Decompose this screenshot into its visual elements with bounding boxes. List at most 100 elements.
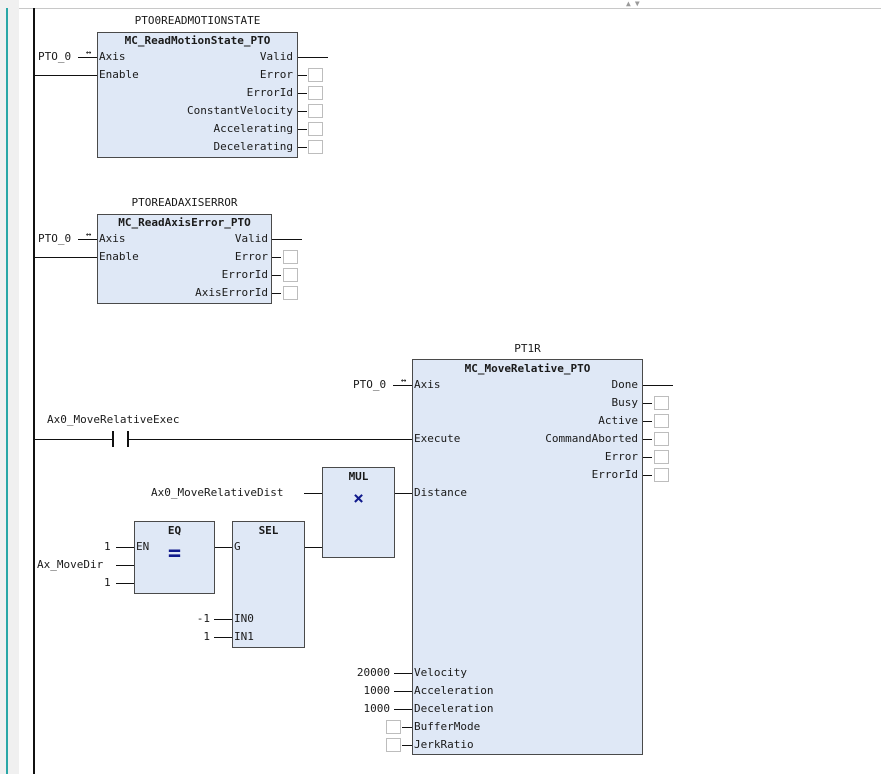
- pin-valid: Valid: [259, 50, 293, 63]
- multiply-icon: ×: [353, 488, 364, 509]
- wire: [298, 147, 307, 148]
- deceleration-value[interactable]: 1000: [363, 702, 391, 715]
- fb-title: MC_ReadAxisError_PTO: [118, 216, 251, 229]
- mul-input-variable[interactable]: Ax0_MoveRelativeDist: [151, 486, 284, 499]
- wire: [298, 129, 307, 130]
- pin-errorid: ErrorId: [221, 268, 268, 281]
- wire: [393, 385, 412, 386]
- output-placeholder[interactable]: [654, 450, 669, 464]
- output-placeholder[interactable]: [654, 468, 669, 482]
- pin-axis: Axis: [99, 50, 126, 63]
- wire: [298, 93, 307, 94]
- instance-name-axiserror[interactable]: PTOREADAXISERROR: [131, 196, 238, 209]
- pin-errorid: ErrorId: [591, 468, 638, 481]
- wire: [298, 75, 307, 76]
- rung-marker-bar: [6, 8, 8, 774]
- wire: [78, 57, 97, 58]
- wire-distance: [395, 493, 412, 494]
- output-placeholder[interactable]: [283, 250, 298, 264]
- contact-left-bar: [112, 431, 114, 447]
- contact-variable[interactable]: Ax0_MoveRelativeExec: [47, 413, 180, 426]
- input-placeholder-buffermode[interactable]: [386, 720, 401, 734]
- velocity-value[interactable]: 20000: [356, 666, 390, 679]
- pin-accelerating: Accelerating: [213, 122, 293, 135]
- axis-variable[interactable]: PTO_0: [353, 378, 387, 391]
- sel-pin-in1: IN1: [234, 630, 254, 643]
- pin-axiserrorid: AxisErrorId: [195, 286, 268, 299]
- wire: [298, 111, 307, 112]
- instance-name-motionstate[interactable]: PTO0READMOTIONSTATE: [134, 14, 261, 27]
- eq-block[interactable]: [134, 521, 215, 594]
- fb-title: MC_MoveRelative_PTO: [464, 362, 591, 375]
- output-placeholder[interactable]: [308, 86, 323, 100]
- sel-title: SEL: [258, 524, 279, 537]
- wire: [78, 239, 97, 240]
- pin-busy: Busy: [611, 396, 639, 409]
- output-placeholder[interactable]: [308, 104, 323, 118]
- pin-distance: Distance: [414, 486, 467, 499]
- output-placeholder[interactable]: [654, 414, 669, 428]
- wire: [394, 691, 412, 692]
- wire: [394, 709, 412, 710]
- pin-errorid: ErrorId: [246, 86, 293, 99]
- pin-enable: Enable: [99, 68, 139, 81]
- mul-block[interactable]: [322, 467, 395, 558]
- sel-in0-value[interactable]: -1: [196, 612, 210, 625]
- fb-read-axis-error[interactable]: [97, 214, 272, 304]
- link-icon: ↔: [86, 48, 92, 58]
- output-placeholder[interactable]: [308, 140, 323, 154]
- pin-velocity: Velocity: [414, 666, 467, 679]
- wire: [402, 745, 412, 746]
- wire-valid: [298, 57, 328, 58]
- wire: [643, 457, 652, 458]
- output-placeholder[interactable]: [283, 286, 298, 300]
- wire-eq-to-sel: [215, 547, 232, 548]
- pin-enable: Enable: [99, 250, 139, 263]
- eq-en-value[interactable]: 1: [104, 540, 111, 553]
- wire: [643, 421, 652, 422]
- pin-commandaborted: CommandAborted: [545, 432, 638, 445]
- eq-in2-value[interactable]: 1: [104, 576, 111, 589]
- pin-axis: Axis: [414, 378, 441, 391]
- wire: [402, 727, 412, 728]
- input-placeholder-jerkratio[interactable]: [386, 738, 401, 752]
- pin-error: Error: [234, 250, 268, 263]
- contact-right-bar: [127, 431, 129, 447]
- wire: [272, 293, 281, 294]
- editor-gutter: [0, 0, 19, 774]
- wire: [394, 673, 412, 674]
- output-placeholder[interactable]: [308, 68, 323, 82]
- pin-axis: Axis: [99, 232, 126, 245]
- pin-error: Error: [604, 450, 638, 463]
- scroll-arrows[interactable]: ▲▼: [626, 0, 644, 8]
- fb-read-motion-state[interactable]: [97, 32, 298, 158]
- fb-title: MC_ReadMotionState_PTO: [124, 34, 271, 47]
- wire-enable: [35, 257, 97, 258]
- wire: [272, 275, 281, 276]
- sel-in1-value[interactable]: 1: [203, 630, 210, 643]
- wire: [214, 619, 232, 620]
- eq-pin-en: EN: [136, 540, 150, 553]
- acceleration-value[interactable]: 1000: [363, 684, 391, 697]
- wire: [214, 637, 232, 638]
- wire-execute: [129, 439, 412, 440]
- wire-enable: [35, 75, 97, 76]
- eq-in1-variable[interactable]: Ax_MoveDir: [37, 558, 104, 571]
- power-rail: [33, 8, 35, 774]
- output-placeholder[interactable]: [654, 396, 669, 410]
- wire: [35, 439, 112, 440]
- output-placeholder[interactable]: [654, 432, 669, 446]
- axis-variable[interactable]: PTO_0: [38, 232, 72, 245]
- pin-execute: Execute: [414, 432, 461, 445]
- axis-variable[interactable]: PTO_0: [38, 50, 72, 63]
- editor-top-border: [19, 8, 881, 9]
- link-icon: ↔: [86, 230, 92, 240]
- output-placeholder[interactable]: [283, 268, 298, 282]
- pin-done: Done: [611, 378, 639, 391]
- pin-valid: Valid: [234, 232, 268, 245]
- output-placeholder[interactable]: [308, 122, 323, 136]
- pin-acceleration: Acceleration: [414, 684, 494, 697]
- sel-block[interactable]: [232, 521, 305, 648]
- instance-name-moverelative[interactable]: PT1R: [514, 342, 541, 355]
- fb-move-relative[interactable]: [412, 359, 643, 755]
